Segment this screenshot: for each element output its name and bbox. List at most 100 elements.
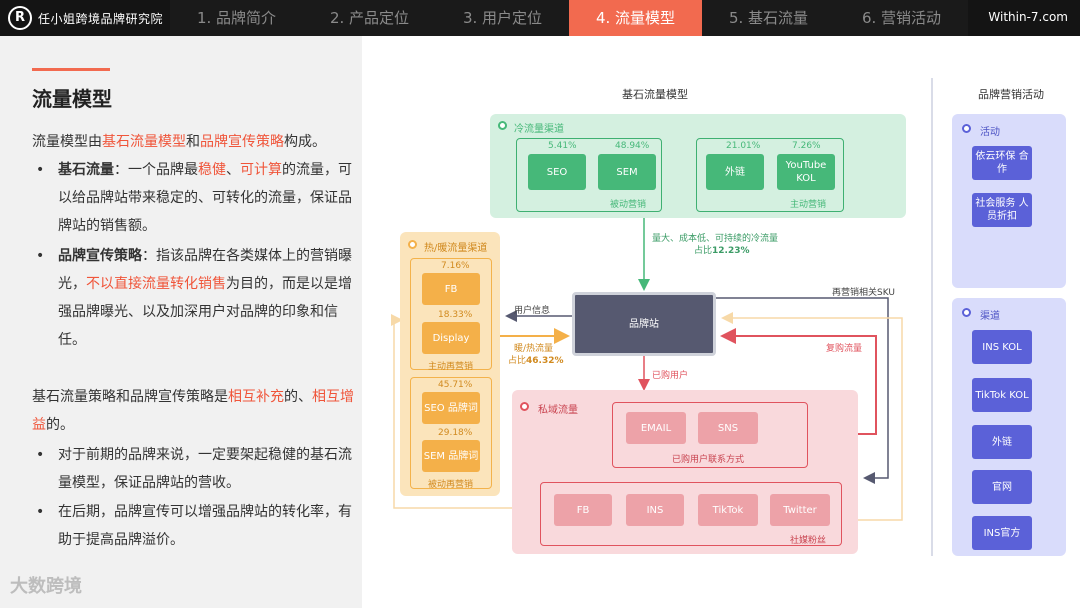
cold-flow-ratio-value: 12.23% xyxy=(712,246,750,256)
active-remarketing-frame xyxy=(410,258,492,370)
seo-brand-node: SEO 品牌词 xyxy=(422,392,480,424)
brand-site-hub: 品牌站 xyxy=(572,292,716,356)
sem-node: SEM xyxy=(598,154,656,190)
bullet-term: 基石流量 xyxy=(58,162,114,178)
ins-social-node: INS xyxy=(626,494,684,526)
active-marketing-label: 主动营销 xyxy=(790,200,827,210)
nav-tab-product-positioning[interactable]: 2. 产品定位 xyxy=(303,0,436,36)
social-fans-frame xyxy=(540,482,842,546)
para-text: 基石流量策略和品牌宣传策略是 xyxy=(32,389,228,405)
youtube-kol-pct: 7.26% xyxy=(792,141,821,151)
repurchase-label: 复购流量 xyxy=(826,344,863,354)
event-evian-node: 依云环保 合作 xyxy=(972,146,1032,180)
active-remarketing-label: 主动再营销 xyxy=(428,362,474,372)
complement-paragraph: 基石流量策略和品牌宣传策略是相互补充的、相互增益的。 xyxy=(32,383,354,439)
nav-tab-base-traffic[interactable]: 5. 基石流量 xyxy=(702,0,835,36)
intro-text: 流量模型由 xyxy=(32,134,102,150)
passive-remarketing-label: 被动再营销 xyxy=(428,480,474,490)
passive-marketing-frame xyxy=(516,138,662,212)
nav-tab-traffic-model[interactable]: 4. 流量模型 xyxy=(569,0,702,36)
page-title: 流量模型 xyxy=(32,87,112,111)
intro-highlight-brand: 品牌宣传策略 xyxy=(200,134,284,150)
bullet-text: 为目的，而是以是增强品牌曝光、以及加深用户对品牌的印象和信任。 xyxy=(58,276,352,348)
tiktok-social-node: TikTok xyxy=(698,494,758,526)
bullet-dot: • xyxy=(36,447,45,463)
events-dot-icon xyxy=(962,124,971,133)
cold-traffic-label: 冷流量渠道 xyxy=(514,124,564,135)
bullet-early-stage: 对于前期的品牌来说，一定要架起稳健的基石流量模型，保证品牌站的营收。 xyxy=(58,447,352,491)
warm-flow-note: 暖/热流量 xyxy=(514,344,554,354)
warm-flow-ratio: 占比46.32% xyxy=(508,353,564,366)
text-panel xyxy=(0,36,362,608)
intro-text: 和 xyxy=(186,134,200,150)
cold-flow-ratio-prefix: 占比 xyxy=(694,246,713,256)
seo-pct: 5.41% xyxy=(548,141,577,151)
channel-ins-official-node: INS官方 xyxy=(972,516,1032,550)
para-highlight: 相互补充 xyxy=(228,389,284,405)
bullet-dot: • xyxy=(36,504,45,520)
passive-remarketing-frame xyxy=(410,377,492,489)
fb-pct: 7.16% xyxy=(441,261,470,271)
cold-flow-note: 量大、成本低、可持续的冷流量 xyxy=(652,234,779,244)
contacts-label: 已购用户联系方式 xyxy=(672,455,745,465)
warm-flow-ratio-prefix: 占比 xyxy=(508,356,527,366)
passive-marketing-label: 被动营销 xyxy=(610,200,647,210)
nav-tab-user-positioning[interactable]: 3. 用户定位 xyxy=(436,0,569,36)
channel-backlink-node: 外链 xyxy=(972,425,1032,459)
bullet-term: 品牌宣传策略 xyxy=(58,248,142,264)
backlink-node: 外链 xyxy=(706,154,764,190)
bullet-highlight: 可计算 xyxy=(240,162,282,178)
channels-dot-icon xyxy=(962,308,971,317)
marketing-title: 品牌营销活动 xyxy=(978,88,1044,101)
cold-traffic-dot-icon xyxy=(498,121,507,130)
bullet-text: ：指该品牌在各类媒体上的营销曝光， xyxy=(58,248,352,292)
email-node: EMAIL xyxy=(626,412,686,444)
event-discount-node: 社会服务 人员折扣 xyxy=(972,193,1032,227)
warm-flow-ratio-value: 46.32% xyxy=(526,356,564,366)
bullet-base-traffic: 基石流量：一个品牌最稳健、可计算的流量，可以给品牌站带来稳定的、可转化的流量，保… xyxy=(58,156,354,240)
backlink-pct: 21.01% xyxy=(726,141,761,151)
diagram-title: 基石流量模型 xyxy=(622,88,688,101)
site-url: Within-7.com xyxy=(988,10,1068,24)
fb-remarketing-node: FB xyxy=(422,273,480,305)
user-info-label: 用户信息 xyxy=(514,306,551,316)
hot-traffic-dot-icon xyxy=(408,240,417,249)
bullet-late-stage: 在后期，品牌宣传可以增强品牌站的转化率，有助于提高品牌溢价。 xyxy=(58,504,352,548)
top-bar: R 任小姐跨境品牌研究院 1. 品牌简介 2. 产品定位 3. 用户定位 4. … xyxy=(0,0,1080,36)
intro-text: 构成。 xyxy=(284,134,326,150)
bullet-brand-strategy: 品牌宣传策略：指该品牌在各类媒体上的营销曝光，不以直接流量转化销售为目的，而是以… xyxy=(58,242,354,354)
nav-tab-brand-intro[interactable]: 1. 品牌简介 xyxy=(170,0,303,36)
para-text: 的、 xyxy=(284,389,312,405)
social-fans-label: 社媒粉丝 xyxy=(790,536,827,546)
brand-name: 任小姐跨境品牌研究院 xyxy=(38,12,164,26)
fb-social-node: FB xyxy=(554,494,612,526)
intro-paragraph: 流量模型由基石流量模型和品牌宣传策略构成。 xyxy=(32,128,354,156)
events-label: 活动 xyxy=(980,127,1000,138)
para-text: 的。 xyxy=(46,417,74,433)
display-pct: 18.33% xyxy=(438,310,473,320)
bullet-dot: • xyxy=(36,248,45,264)
seo-node: SEO xyxy=(528,154,586,190)
seo-brand-pct: 45.71% xyxy=(438,380,473,390)
bullet-dot: • xyxy=(36,162,45,178)
youtube-kol-node: YouTube KOL xyxy=(777,154,835,190)
bullet-text: 的流量，可以给品牌站带来稳定的、可转化的流量，保证品牌站的销售额。 xyxy=(58,162,352,234)
nav-tab-marketing-events[interactable]: 6. 营销活动 xyxy=(835,0,968,36)
display-node: Display xyxy=(422,322,480,354)
bullet-highlight: 稳健 xyxy=(198,162,226,178)
private-traffic-dot-icon xyxy=(520,402,529,411)
cold-flow-ratio: 占比12.23% xyxy=(694,243,750,256)
channels-label: 渠道 xyxy=(980,311,1000,322)
active-marketing-frame xyxy=(696,138,844,212)
channel-ins-kol-node: INS KOL xyxy=(972,330,1032,364)
brand-logo-icon: R xyxy=(8,6,32,30)
private-traffic-label: 私域流量 xyxy=(538,405,578,416)
sns-node: SNS xyxy=(698,412,758,444)
twitter-social-node: Twitter xyxy=(770,494,830,526)
bullet-text: 、 xyxy=(226,162,240,178)
section-nav: 1. 品牌简介 2. 产品定位 3. 用户定位 4. 流量模型 5. 基石流量 … xyxy=(170,0,968,36)
intro-highlight-base: 基石流量模型 xyxy=(102,134,186,150)
watermark: 大数跨境 xyxy=(10,576,82,597)
bullet-highlight: 不以直接流量转化销售 xyxy=(86,276,226,292)
hot-traffic-label: 热/暖流量渠道 xyxy=(424,243,488,254)
